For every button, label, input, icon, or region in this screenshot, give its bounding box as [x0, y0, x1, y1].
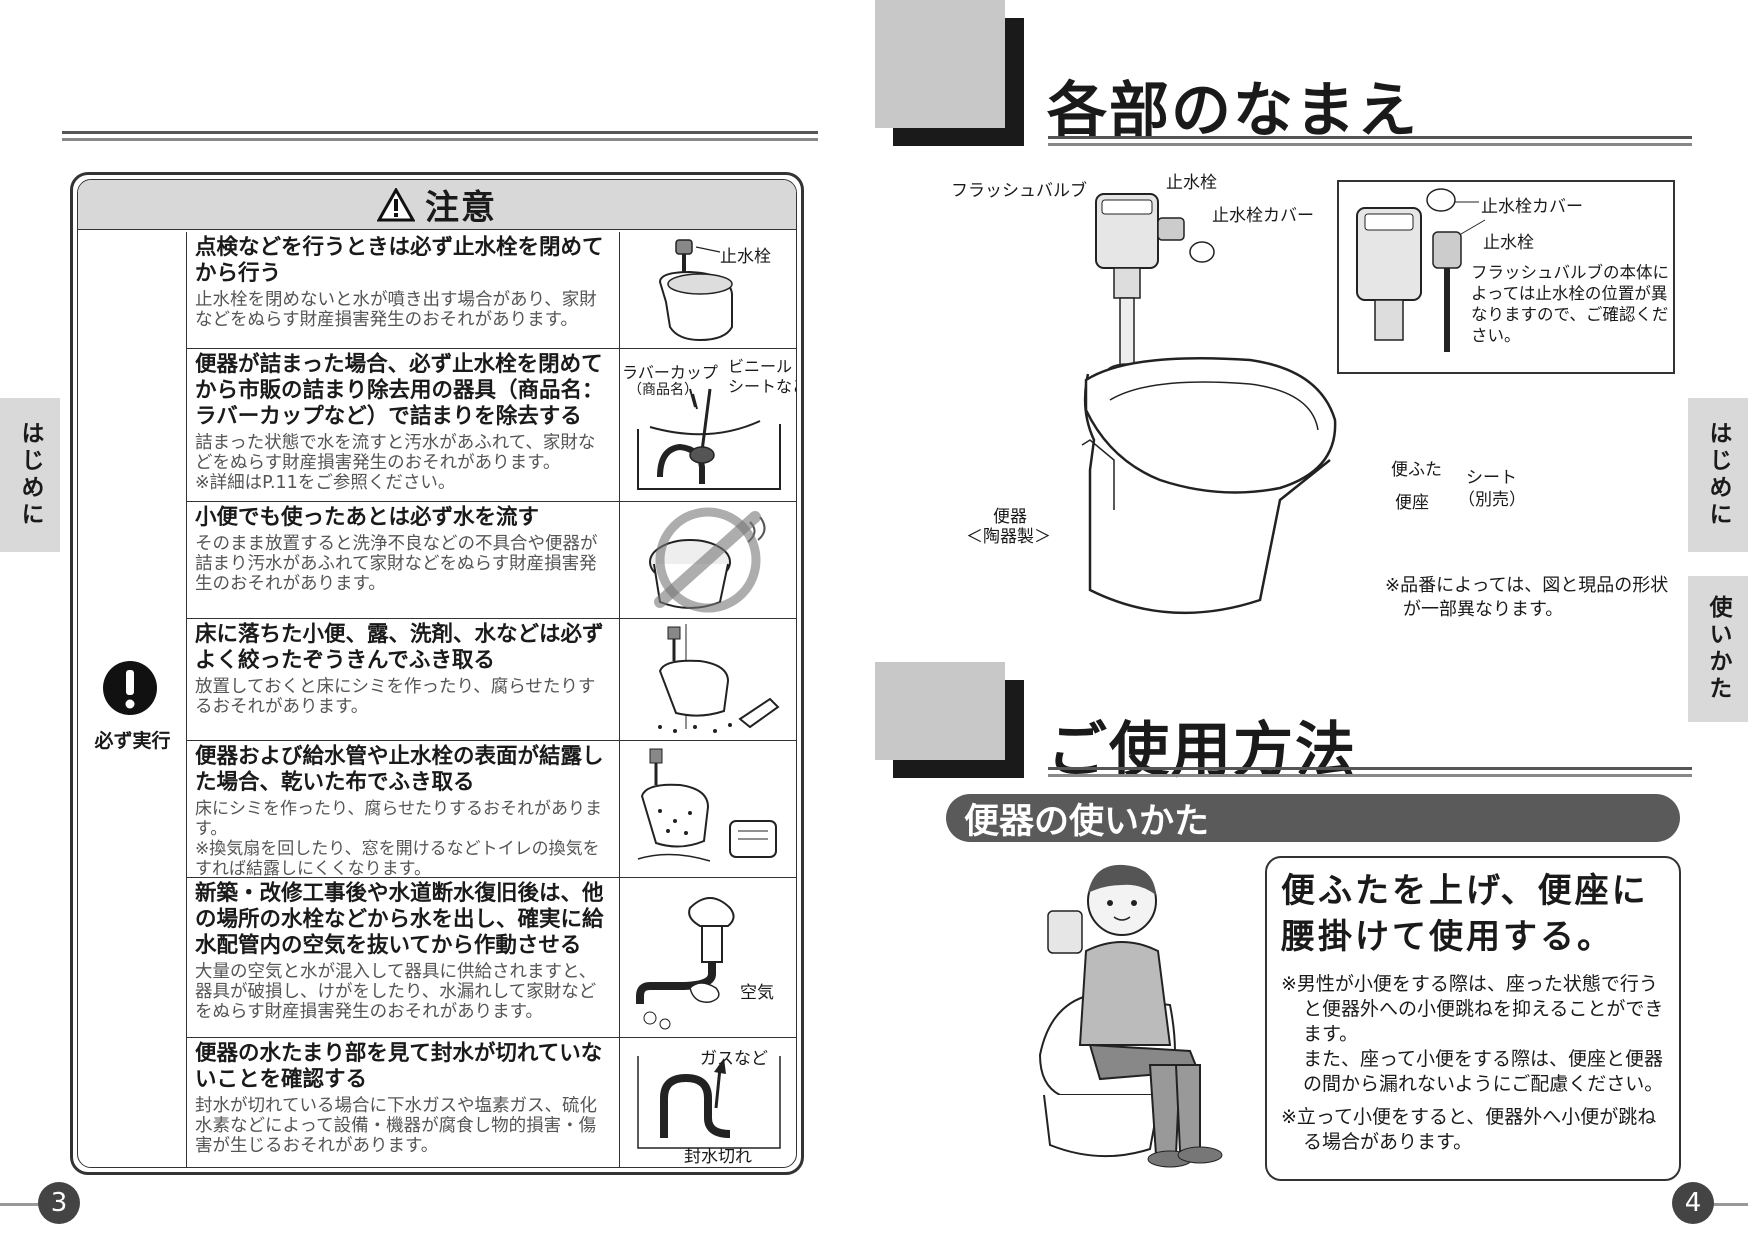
section-rule-usage: [1048, 767, 1692, 781]
caution-row-heading: 小便でも使ったあとは必ず水を流す: [195, 505, 540, 530]
stop-valve-label: 止水栓: [720, 247, 771, 267]
vinyl-label: ビニール: [728, 357, 793, 376]
bowl-material-label: ＜陶器製＞: [966, 527, 1051, 547]
caution-row-body: 床にシミを作ったり、腐らせたりするおそれがあります。 ※換気扇を回したり、窓を開…: [195, 799, 602, 879]
product-name-label: （商品名）: [628, 382, 698, 398]
page-number-left: 3: [38, 1182, 80, 1224]
air-label: 空気: [740, 983, 774, 1003]
caution-row-body: 詰まった状態で水を流すと汚水があふれて、家財などをぬらす財産損害発生のおそれがあ…: [195, 433, 596, 493]
usage-note: ※立って小便をすると、便器外へ小便が跳ねる場合があります。: [1281, 1106, 1657, 1153]
no-flush-prohibited-illustration: [620, 502, 796, 618]
usage-instruction: 便ふたを上げ、便座に腰掛けて使用する。: [1281, 871, 1649, 957]
usage-instruction-box: 便ふたを上げ、便座に腰掛けて使用する。 ※男性が小便をする際は、座った状態で行う…: [1265, 856, 1681, 1181]
diagram-footnote: ※品番によっては、図と現品の形状が一部異なります。: [1385, 575, 1669, 620]
seated-person-illustration: [1030, 855, 1240, 1175]
stop-valve-inset: 止水栓カバー 止水栓 フラッシュバルブの本体によっては止水栓の位置が異なりますの…: [1337, 180, 1675, 374]
sheet-label: シートなど: [728, 377, 796, 396]
subheading-text: 便器の使いかた: [964, 801, 1210, 842]
caution-row: 点検などを行うときは必ず止水栓を閉めてから行う 止水栓を閉めないと水が噴き出す場…: [187, 232, 796, 349]
caution-row-heading: 便器および給水管や止水栓の表面が結露した場合、乾いた布でふき取る: [195, 744, 604, 795]
side-tab-usage[interactable]: 使いかた: [1688, 576, 1748, 722]
mandatory-action-icon: [103, 661, 157, 715]
section-rule-parts: [1048, 136, 1692, 150]
faucet-air-illustration: 空気: [620, 878, 796, 1037]
condensation-illustration: [620, 741, 796, 877]
bowl-label: 便器: [993, 507, 1027, 527]
seat-label: 便座: [1395, 493, 1429, 513]
gas-label: ガスなど: [700, 1049, 768, 1069]
page-number-bar-right: [1713, 1203, 1748, 1206]
seal-break-label: 封水切れ: [684, 1147, 752, 1167]
caution-row: 便器が詰まった場合、必ず止水栓を閉めてから市販の詰まり除去用の器具（商品名：ラバ…: [187, 349, 796, 502]
section-title-parts: 各部のなまえ: [1047, 76, 1419, 146]
stop-valve-illustration: 止水栓: [620, 232, 796, 348]
caution-row-heading: 床に落ちた小便、露、洗剤、水などは必ずよく絞ったぞうきんでふき取る: [195, 622, 604, 673]
side-tab-intro-left[interactable]: はじめに: [0, 398, 60, 552]
caution-row-heading: 新築・改修工事後や水道断水復旧後は、他の場所の水栓などから水を出し、確実に給水配…: [195, 881, 604, 958]
caution-row-body: 封水が切れている場合に下水ガスや塩素ガス、硫化水素などによって設備・機器が腐食し…: [195, 1096, 597, 1156]
inset-stop-valve-label: 止水栓: [1483, 233, 1534, 253]
subheading-bar: 便器の使いかた: [946, 794, 1680, 842]
inset-note: フラッシュバルブの本体によっては止水栓の位置が異なりますので、ご確認ください。: [1471, 263, 1669, 345]
caution-row-body: 止水栓を閉めないと水が噴き出す場合があり、家財などをぬらす財産損害発生のおそれが…: [195, 290, 597, 330]
usage-note: ※男性が小便をする際は、座った状態で行うと便器外への小便跳ねを抑えることができま…: [1281, 973, 1664, 1095]
caution-row-heading: 点検などを行うときは必ず止水栓を閉めてから行う: [195, 235, 604, 286]
side-tab-intro-right[interactable]: はじめに: [1688, 398, 1748, 552]
toilet-parts-diagram: [1050, 170, 1350, 650]
stop-valve-cover-label-main: 止水栓カバー: [1212, 206, 1314, 226]
stop-valve-label-main: 止水栓: [1166, 173, 1217, 193]
caution-row: 便器の水たまり部を見て封水が切れていないことを確認する 封水が切れている場合に下…: [187, 1038, 796, 1167]
caution-row-body: 放置しておくと床にシミを作ったり、腐らせたりするおそれがあります。: [195, 677, 596, 717]
inset-cover-label: 止水栓カバー: [1481, 197, 1583, 217]
caution-row: 便器および給水管や止水栓の表面が結露した場合、乾いた布でふき取る 床にシミを作っ…: [187, 741, 796, 879]
water-seal-illustration: ガスなど 封水切れ: [620, 1038, 796, 1167]
caution-header: 注意: [78, 180, 796, 230]
seat-group-label: シート: [1466, 468, 1517, 488]
left-header-rule: [62, 131, 818, 147]
plunger-label: ラバーカップ: [622, 363, 718, 382]
page-number-bar-left: [0, 1203, 40, 1206]
flush-valve-label: フラッシュバルブ: [951, 181, 1087, 201]
must-do-column: 必ず実行: [78, 232, 187, 1167]
caution-row-body: そのまま放置すると洗浄不良などの不具合や便器が詰まり汚水があふれて家財などをぬら…: [195, 534, 598, 594]
page-number-right: 4: [1672, 1182, 1714, 1224]
caution-row-body: 大量の空気と水が混入して器具に供給されますと、器具が破損し、けがをしたり、水漏れ…: [195, 962, 597, 1022]
caution-panel: 注意 必ず実行 点検などを行うときは必ず止水栓を閉めてから行う 止水栓を閉めない…: [70, 172, 804, 1175]
floor-wipe-illustration: [620, 619, 796, 740]
caution-title: 注意: [425, 188, 497, 228]
caution-row-heading: 便器の水たまり部を見て封水が切れていないことを確認する: [195, 1041, 603, 1092]
warning-triangle-icon: [377, 187, 415, 221]
plunger-illustration: ラバーカップ （商品名） ビニール シートなど: [620, 349, 796, 501]
seat-group-note: （別売）: [1458, 490, 1526, 510]
must-do-label: 必ず実行: [94, 730, 171, 752]
caution-row: 床に落ちた小便、露、洗剤、水などは必ずよく絞ったぞうきんでふき取る 放置しておく…: [187, 619, 796, 741]
caution-row: 新築・改修工事後や水道断水復旧後は、他の場所の水栓などから水を出し、確実に給水配…: [187, 878, 796, 1038]
caution-row-heading: 便器が詰まった場合、必ず止水栓を閉めてから市販の詰まり除去用の器具（商品名：ラバ…: [195, 352, 604, 429]
caution-row: 小便でも使ったあとは必ず水を流す そのまま放置すると洗浄不良などの不具合や便器が…: [187, 502, 796, 619]
lid-label: 便ふた: [1391, 460, 1442, 480]
